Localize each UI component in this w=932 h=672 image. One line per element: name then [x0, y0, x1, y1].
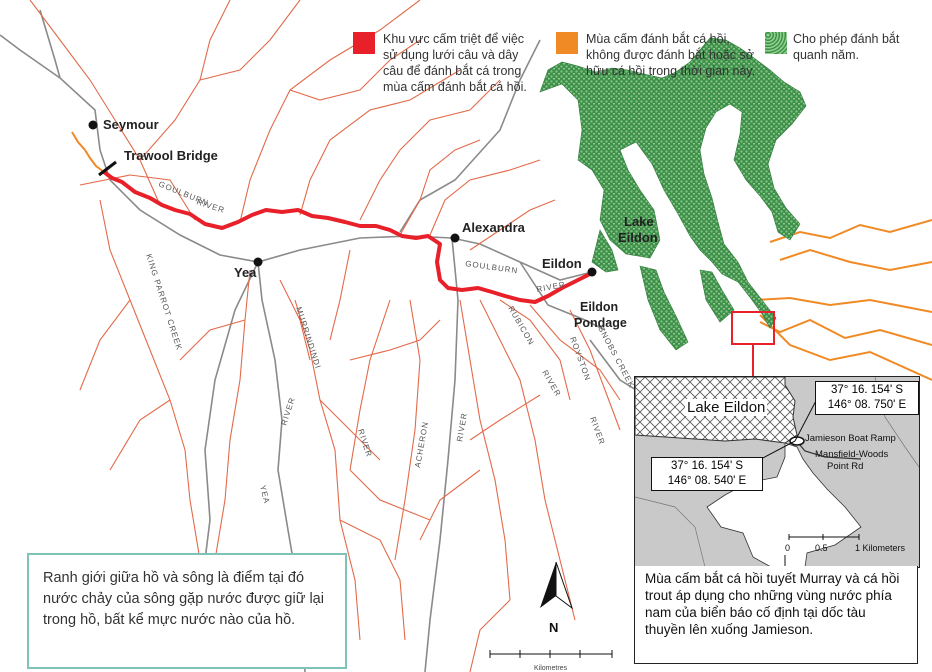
alexandra-label: Alexandra — [462, 220, 525, 235]
alexandra-dot — [450, 233, 460, 243]
tributaries — [29, 0, 621, 672]
compass-north: N — [549, 620, 558, 635]
yea-river-label-1: RIVER — [279, 396, 297, 427]
inset-road-label-1: Mansfield-Woods — [815, 449, 889, 460]
seymour-label: Seymour — [103, 117, 159, 132]
pondage-label-1: Eildon — [580, 300, 619, 314]
inset-coord-2-lon: 146° 08. 540' E — [667, 475, 747, 487]
trawool-marker — [98, 160, 117, 177]
scale-bar: Kilometres — [489, 650, 613, 672]
murrindindi-river-label: RIVER — [356, 428, 374, 459]
river-label-2: RIVER — [536, 280, 567, 294]
inset-coord-2: 37° 16. 154' S 146° 08. 540' E — [651, 457, 763, 491]
yea-dot — [253, 257, 263, 267]
yea-river-label-2: YEA — [258, 484, 271, 505]
rubicon-label: RUBICON — [506, 305, 536, 348]
scale-unit: Kilometres — [534, 665, 568, 672]
inset-scale-05: 0.5 — [815, 543, 828, 553]
inset-coord-1-lon: 146° 08. 750' E — [827, 399, 907, 411]
goulburn-river-red — [102, 170, 591, 304]
inset-road-label-2: Point Rd — [827, 461, 864, 472]
legend-green-text: Cho phép đánh bắt quanh năm. — [793, 32, 900, 62]
river-label-1: RIVER — [195, 197, 226, 215]
inset-scale-0: 0 — [785, 543, 791, 553]
inset-scale-1: 1 Kilometers — [855, 543, 906, 553]
lake-eildon-green — [539, 37, 807, 351]
jamieson-inset-map: Lake Eildon 37° 16. 154' S 146° 08. 750'… — [634, 376, 920, 568]
inset-coord-2-lat: 37° 16. 154' S — [670, 460, 743, 472]
legend-red-swatch — [353, 32, 375, 54]
compass: N — [540, 561, 574, 635]
lake-eildon-label-1: Lake — [624, 214, 654, 229]
goulburn-label-2: GOULBURN — [465, 259, 519, 275]
eildon-label: Eildon — [542, 256, 582, 271]
inset-boat-ramp-label: Jamieson Boat Ramp — [805, 433, 896, 444]
orange-zones — [71, 131, 932, 381]
legend-orange-text: Mùa cấm đánh bắt cá hồi, không được đánh… — [586, 32, 756, 78]
pondage-label-2: Pondage — [574, 316, 627, 330]
seymour-dot — [88, 120, 98, 130]
trawool-bridge-label: Trawool Bridge — [124, 148, 218, 163]
legend-orange-swatch — [556, 32, 578, 54]
inset-note: Mùa cấm bắt cá hồi tuyết Murray và cá hồ… — [634, 566, 918, 664]
murrindindi-label: MURRINDINDI — [294, 306, 323, 370]
rubicon-river-label: RIVER — [540, 369, 563, 399]
eildon-dot — [587, 267, 597, 277]
royston-label: ROYSTON — [568, 336, 592, 383]
boundary-note: Ranh giới giữa hồ và sông là điểm tại đó… — [27, 553, 347, 669]
inset-lake-label: Lake Eildon — [685, 399, 768, 416]
inset-coord-1-lat: 37° 16. 154' S — [830, 384, 903, 396]
acheron-river-label: RIVER — [455, 412, 469, 443]
yea-label: Yea — [234, 265, 257, 280]
legend-red-text: Khu vực cấm triệt để việc sử dụng lưới c… — [383, 32, 527, 94]
inset-coord-1: 37° 16. 154' S 146° 08. 750' E — [815, 381, 919, 415]
lake-eildon-label-2: Eildon — [618, 230, 658, 245]
royston-river-label: RIVER — [588, 416, 607, 447]
king-parrot-label: KING PARROT CREEK — [144, 253, 184, 352]
legend-green-swatch — [765, 32, 787, 54]
